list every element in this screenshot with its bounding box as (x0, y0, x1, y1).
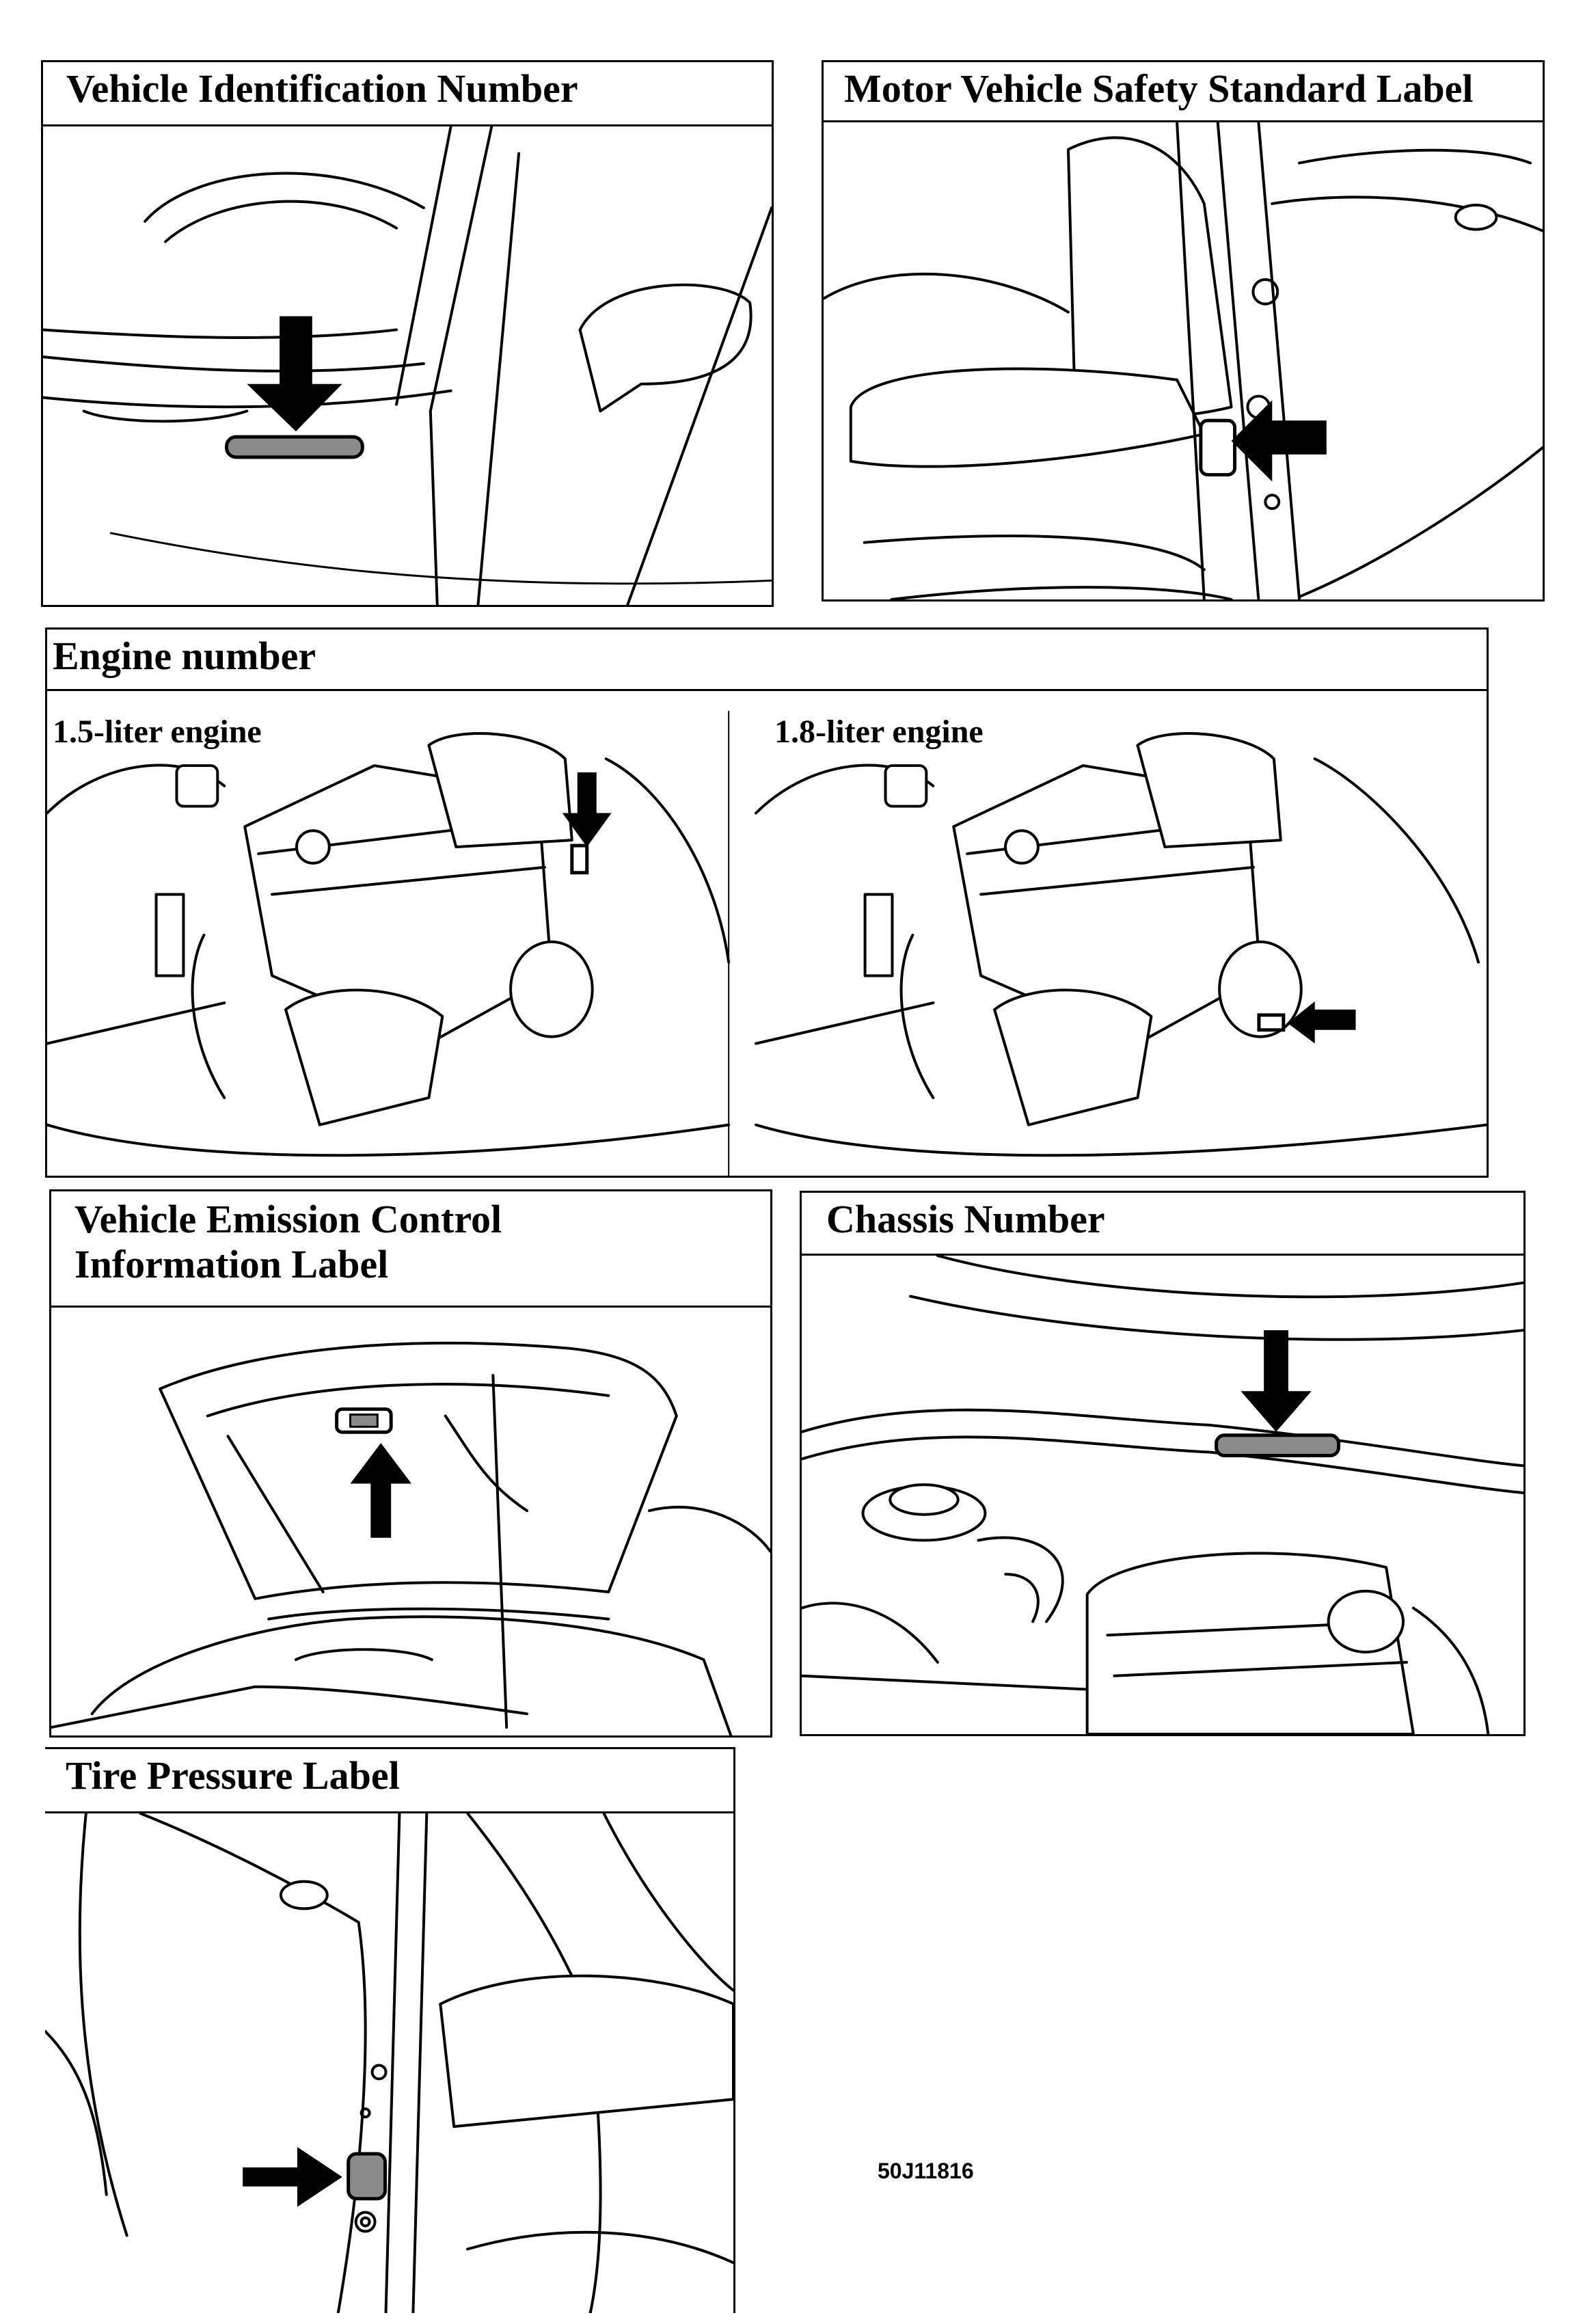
figure-code: 50J11816 (878, 2159, 974, 2183)
emission-panel: Vehicle Emission Control Information Lab… (49, 1189, 772, 1738)
vin-illustration (43, 126, 772, 605)
engine-left-plate-icon (570, 843, 589, 875)
mvss-panel-title: Motor Vehicle Safety Standard Label (824, 62, 1543, 122)
vin-panel: Vehicle Identification Number (41, 60, 774, 607)
emission-title-line-2: Information Label (74, 1242, 389, 1286)
mvss-plate-icon (1199, 418, 1237, 477)
emission-illustration (51, 1308, 770, 1735)
engine-left-label: 1.5-liter engine (53, 714, 262, 750)
mvss-arrow-icon (1231, 400, 1327, 482)
tire-illustration (45, 1813, 733, 2313)
engine-right-arrow-icon (1287, 1001, 1356, 1044)
engine-left-drawing (47, 732, 731, 1157)
engine-right-drawing (755, 732, 1487, 1157)
chassis-illustration (802, 1256, 1523, 1734)
mvss-illustration (824, 122, 1543, 599)
emission-title-line-1: Vehicle Emission Control (74, 1197, 502, 1241)
tire-panel: Tire Pressure Label (45, 1747, 735, 2313)
engine-illustration (47, 691, 1487, 1176)
engine-panel: Engine number 1.5-liter engine 1.8-liter… (45, 627, 1489, 1178)
chassis-panel-title: Chassis Number (802, 1193, 1523, 1256)
engine-left-arrow-icon (562, 772, 612, 848)
vin-panel-title: Vehicle Identification Number (43, 62, 772, 126)
emission-panel-title: Vehicle Emission Control Information Lab… (51, 1191, 770, 1308)
tire-plate-icon (347, 2152, 388, 2201)
engine-right-plate-icon (1257, 1013, 1286, 1032)
mvss-panel: Motor Vehicle Safety Standard Label (822, 60, 1545, 602)
chassis-panel: Chassis Number (800, 1191, 1526, 1736)
chassis-arrow-icon (1241, 1330, 1312, 1432)
engine-panel-title: Engine number (47, 630, 1487, 691)
emission-arrow-icon (350, 1443, 411, 1538)
vin-plate-icon (225, 435, 364, 459)
tire-panel-title: Tire Pressure Label (45, 1749, 733, 1813)
chassis-plate-icon (1215, 1433, 1341, 1457)
engine-right-label: 1.8-liter engine (774, 714, 984, 750)
tire-arrow-icon (243, 2146, 342, 2207)
vin-arrow-icon (247, 316, 342, 432)
